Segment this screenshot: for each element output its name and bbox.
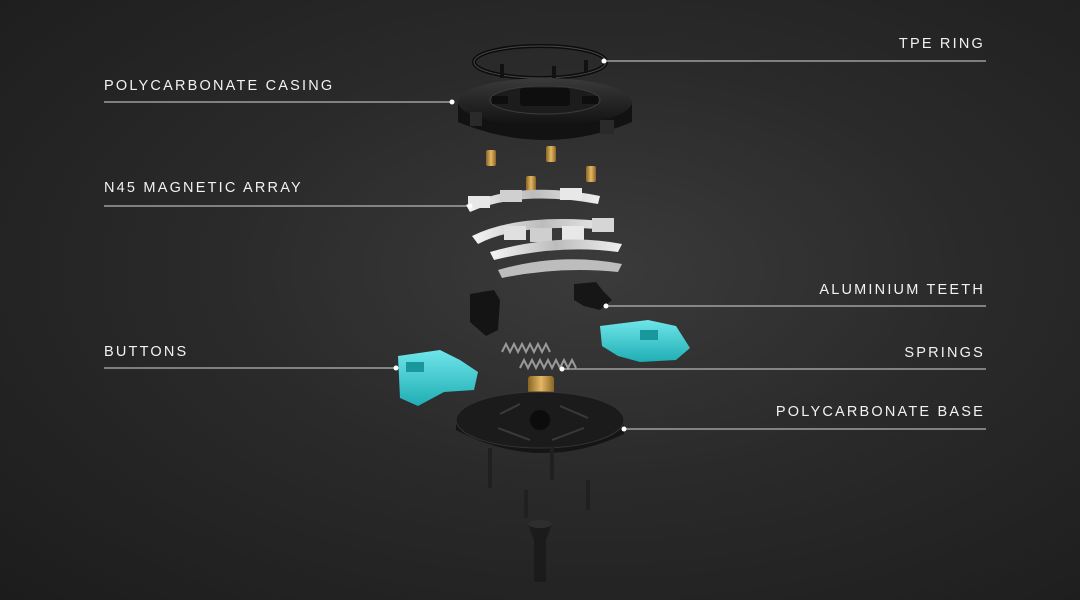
aluminium-teeth-part xyxy=(470,282,612,336)
label-polycarbonate-base: POLYCARBONATE BASE xyxy=(775,404,985,420)
polycarbonate-base-part xyxy=(455,376,625,454)
screws-part xyxy=(488,446,590,582)
label-polycarbonate-casing: POLYCARBONATE CASING xyxy=(104,78,335,94)
tpe-ring-part xyxy=(472,44,608,80)
label-magnetic-array: N45 MAGNETIC ARRAY xyxy=(104,180,303,196)
polycarbonate-casing-part xyxy=(458,78,632,140)
label-aluminium-teeth: ALUMINIUM TEETH xyxy=(819,282,985,298)
buttons-part xyxy=(398,320,690,406)
brass-inserts xyxy=(486,146,596,192)
label-buttons: BUTTONS xyxy=(104,344,189,360)
magnetic-array-part xyxy=(466,188,622,278)
leader-lines xyxy=(104,58,986,432)
label-tpe-ring: TPE RING xyxy=(898,36,985,52)
springs-part xyxy=(501,341,577,371)
label-springs: SPRINGS xyxy=(904,345,985,361)
